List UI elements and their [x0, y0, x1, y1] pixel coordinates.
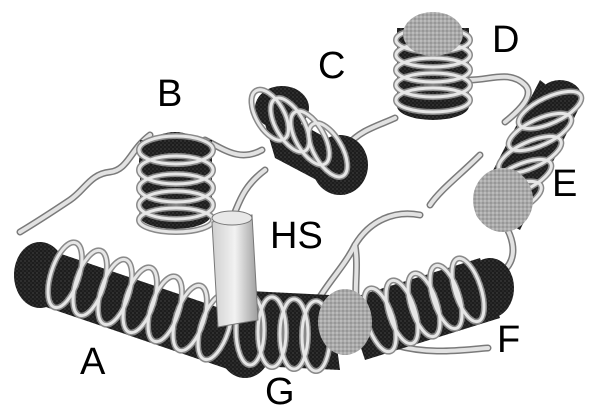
helix-f	[318, 255, 514, 360]
label-a: A	[80, 341, 106, 383]
label-d: D	[492, 19, 519, 61]
helix-b	[139, 132, 213, 232]
label-c: C	[318, 45, 345, 87]
label-e: E	[552, 163, 577, 205]
helix-c	[244, 84, 368, 195]
helix-e	[473, 80, 586, 232]
label-f: F	[497, 319, 520, 361]
label-hs: HS	[270, 215, 323, 257]
helix-hs	[212, 211, 258, 327]
label-g: G	[265, 371, 295, 413]
label-b: B	[157, 73, 182, 115]
helix-d	[396, 12, 470, 120]
